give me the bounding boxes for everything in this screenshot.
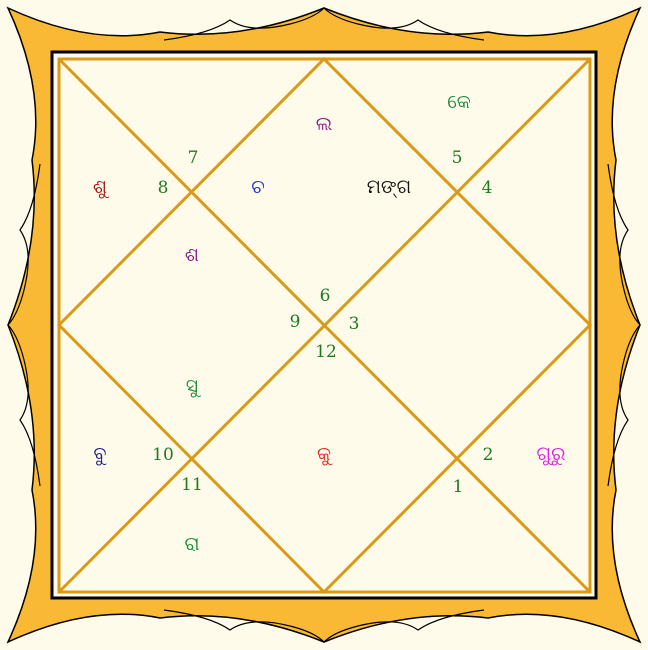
planet-rahu: ରା [184,533,199,555]
planet-mangal: ମଙ୍ଗ [367,176,412,198]
planet-ketu-lower: କୁ [317,443,333,465]
planet-budha: ବୁ [94,443,107,465]
house-number: 1 [453,477,464,497]
planet-shani: ଶ [185,244,199,266]
planet-guru: ଗୁରୁ [537,443,566,465]
house-number: 10 [152,445,174,465]
house-number: 11 [181,475,203,495]
house-number: 2 [483,445,494,465]
house-number: 9 [290,312,301,332]
house-number: 8 [158,178,169,198]
planet-lagna: ଲ [316,113,333,135]
planet-chandra: ଚ [251,176,265,198]
house-number: 4 [482,178,493,198]
planet-ketu: କେ [447,91,471,113]
house-number: 5 [452,148,463,168]
house-number: 6 [320,286,331,306]
house-number: 12 [315,342,337,362]
house-number: 3 [349,314,360,334]
house-number: 7 [188,148,199,168]
